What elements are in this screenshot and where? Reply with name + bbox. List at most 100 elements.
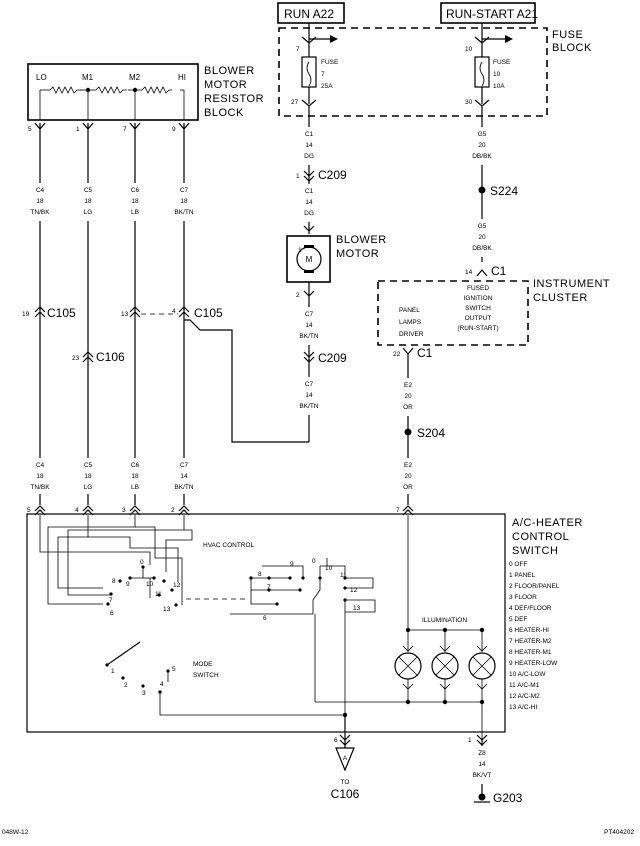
svg-text:5: 5 [27, 507, 31, 514]
svg-text:SWITCH: SWITCH [193, 672, 219, 679]
svg-text:1: 1 [111, 668, 115, 675]
svg-text:Z8: Z8 [478, 750, 486, 757]
svg-text:TN/BK: TN/BK [30, 484, 50, 491]
svg-text:M1: M1 [82, 73, 94, 82]
svg-text:4: 4 [160, 681, 164, 688]
svg-text:14: 14 [305, 142, 313, 149]
svg-text:14: 14 [305, 392, 313, 399]
svg-text:5 DEF: 5 DEF [509, 616, 527, 623]
svg-text:14: 14 [478, 761, 486, 768]
fuse10-in-pin: 10 [465, 46, 473, 53]
svg-text:OUTPUT: OUTPUT [465, 315, 492, 322]
svg-text:14: 14 [465, 269, 473, 276]
c1-top-label: C1 [491, 264, 507, 278]
svg-text:C7: C7 [180, 187, 189, 194]
upper-wire-labels: C4 18 TN/BK C5 18 LG C6 18 LB C7 18 BK/T… [26, 183, 198, 221]
svg-text:C1: C1 [305, 131, 314, 138]
svg-text:14: 14 [180, 473, 188, 480]
svg-text:FUSE: FUSE [321, 59, 339, 66]
svg-text:SWITCH: SWITCH [465, 305, 491, 312]
svg-text:0: 0 [312, 558, 316, 565]
svg-text:20: 20 [478, 142, 486, 149]
c105-connectors: 19 C105 13 4 C105 [22, 306, 223, 320]
svg-text:DRIVER: DRIVER [399, 331, 424, 338]
svg-text:12: 12 [173, 582, 181, 589]
svg-text:DG: DG [304, 210, 314, 217]
svg-text:C7: C7 [180, 462, 189, 469]
svg-text:C5: C5 [84, 187, 93, 194]
s204-label: S204 [417, 426, 445, 440]
c209-upper-label: C209 [318, 168, 347, 182]
svg-text:19: 19 [22, 311, 30, 318]
fuse-10: 10 30 FUSE 10 10A [465, 32, 513, 107]
splice-s224: S224 [478, 184, 518, 198]
footer-right-code: PT404202 [604, 829, 634, 836]
control-switch-title: A/C-HEATER [512, 517, 583, 529]
svg-text:FUSED: FUSED [467, 285, 489, 292]
c1-dg-label-lower: C1 14 DG [298, 184, 320, 222]
svg-text:G5: G5 [478, 223, 487, 230]
svg-text:2 FLOOR/PANEL: 2 FLOOR/PANEL [509, 583, 560, 590]
fuse7-out-pin: 27 [291, 99, 299, 106]
c209-lower: C209 [303, 351, 347, 365]
svg-text:6: 6 [334, 737, 338, 744]
svg-text:18: 18 [36, 198, 44, 205]
svg-text:7: 7 [123, 126, 127, 133]
svg-text:OR: OR [403, 404, 413, 411]
svg-text:C1: C1 [305, 188, 314, 195]
svg-text:7: 7 [267, 584, 271, 591]
svg-text:HI: HI [178, 73, 186, 82]
svg-text:14: 14 [305, 322, 313, 329]
c1-dg-label-upper: C1 14 DG [298, 127, 320, 165]
svg-text:C7: C7 [305, 311, 314, 318]
svg-text:20: 20 [478, 234, 486, 241]
svg-text:23: 23 [72, 355, 80, 362]
c105-left-label: C105 [47, 306, 76, 320]
svg-text:LO: LO [36, 73, 47, 82]
svg-text:SWITCH: SWITCH [512, 545, 558, 557]
svg-text:12 A/C-M2: 12 A/C-M2 [509, 693, 540, 700]
svg-text:BLOCK: BLOCK [552, 42, 592, 54]
svg-text:25A: 25A [321, 83, 333, 90]
svg-text:9: 9 [172, 126, 176, 133]
svg-text:M2: M2 [129, 73, 141, 82]
run-start-a21-box: RUN-START A21 [440, 2, 538, 24]
position-legend: 0 OFF 1 PANEL 2 FLOOR/PANEL 3 FLOOR 4 DE… [509, 561, 560, 711]
svg-text:18: 18 [84, 198, 92, 205]
svg-text:0: 0 [140, 559, 144, 566]
svg-text:1: 1 [296, 173, 300, 180]
svg-text:7: 7 [321, 71, 325, 78]
lower-wire-labels: C4 18 TN/BK C5 18 LG C6 18 LB C7 14 BK/T… [26, 458, 198, 494]
svg-text:LB: LB [131, 209, 139, 216]
svg-text:9: 9 [290, 561, 294, 568]
svg-text:FUSE: FUSE [493, 59, 511, 66]
motor-symbol: M [306, 255, 313, 264]
output-pin-1: 1 Z8 14 BK/VT G203 [468, 734, 523, 805]
svg-text:14: 14 [305, 199, 313, 206]
svg-text:12: 12 [350, 587, 358, 594]
svg-text:PANEL: PANEL [399, 307, 420, 314]
control-switch: A/C-HEATER CONTROL SWITCH [26, 513, 583, 733]
svg-text:E2: E2 [404, 462, 412, 469]
splice-s204: S204 [404, 426, 445, 440]
resistor-block-title: BLOWER [204, 65, 255, 77]
s224-label: S224 [490, 184, 518, 198]
svg-text:(RUN-START): (RUN-START) [457, 325, 498, 332]
svg-text:1: 1 [76, 126, 80, 133]
svg-text:C6: C6 [131, 462, 140, 469]
c7-bktn-label-m2: C7 14 BK/TN [296, 377, 322, 415]
svg-text:BLOCK: BLOCK [204, 107, 244, 119]
svg-text:9 HEATER-LOW: 9 HEATER-LOW [509, 660, 558, 667]
svg-text:20: 20 [404, 393, 412, 400]
svg-text:TO: TO [341, 779, 350, 786]
svg-text:10: 10 [493, 71, 501, 78]
svg-text:10 A/C-LOW: 10 A/C-LOW [509, 671, 546, 678]
svg-text:0 OFF: 0 OFF [509, 561, 527, 568]
mode-switch-label: MODE [193, 661, 213, 668]
run-a22-box: RUN A22 [277, 2, 345, 24]
fuse-7: 7 27 FUSE 7 25A [291, 32, 339, 107]
ground-g203-label: G203 [493, 791, 523, 805]
c7-bktn-label-m1: C7 14 BK/TN [296, 307, 322, 345]
svg-text:LAMPS: LAMPS [399, 319, 422, 326]
svg-text:1: 1 [298, 247, 302, 254]
